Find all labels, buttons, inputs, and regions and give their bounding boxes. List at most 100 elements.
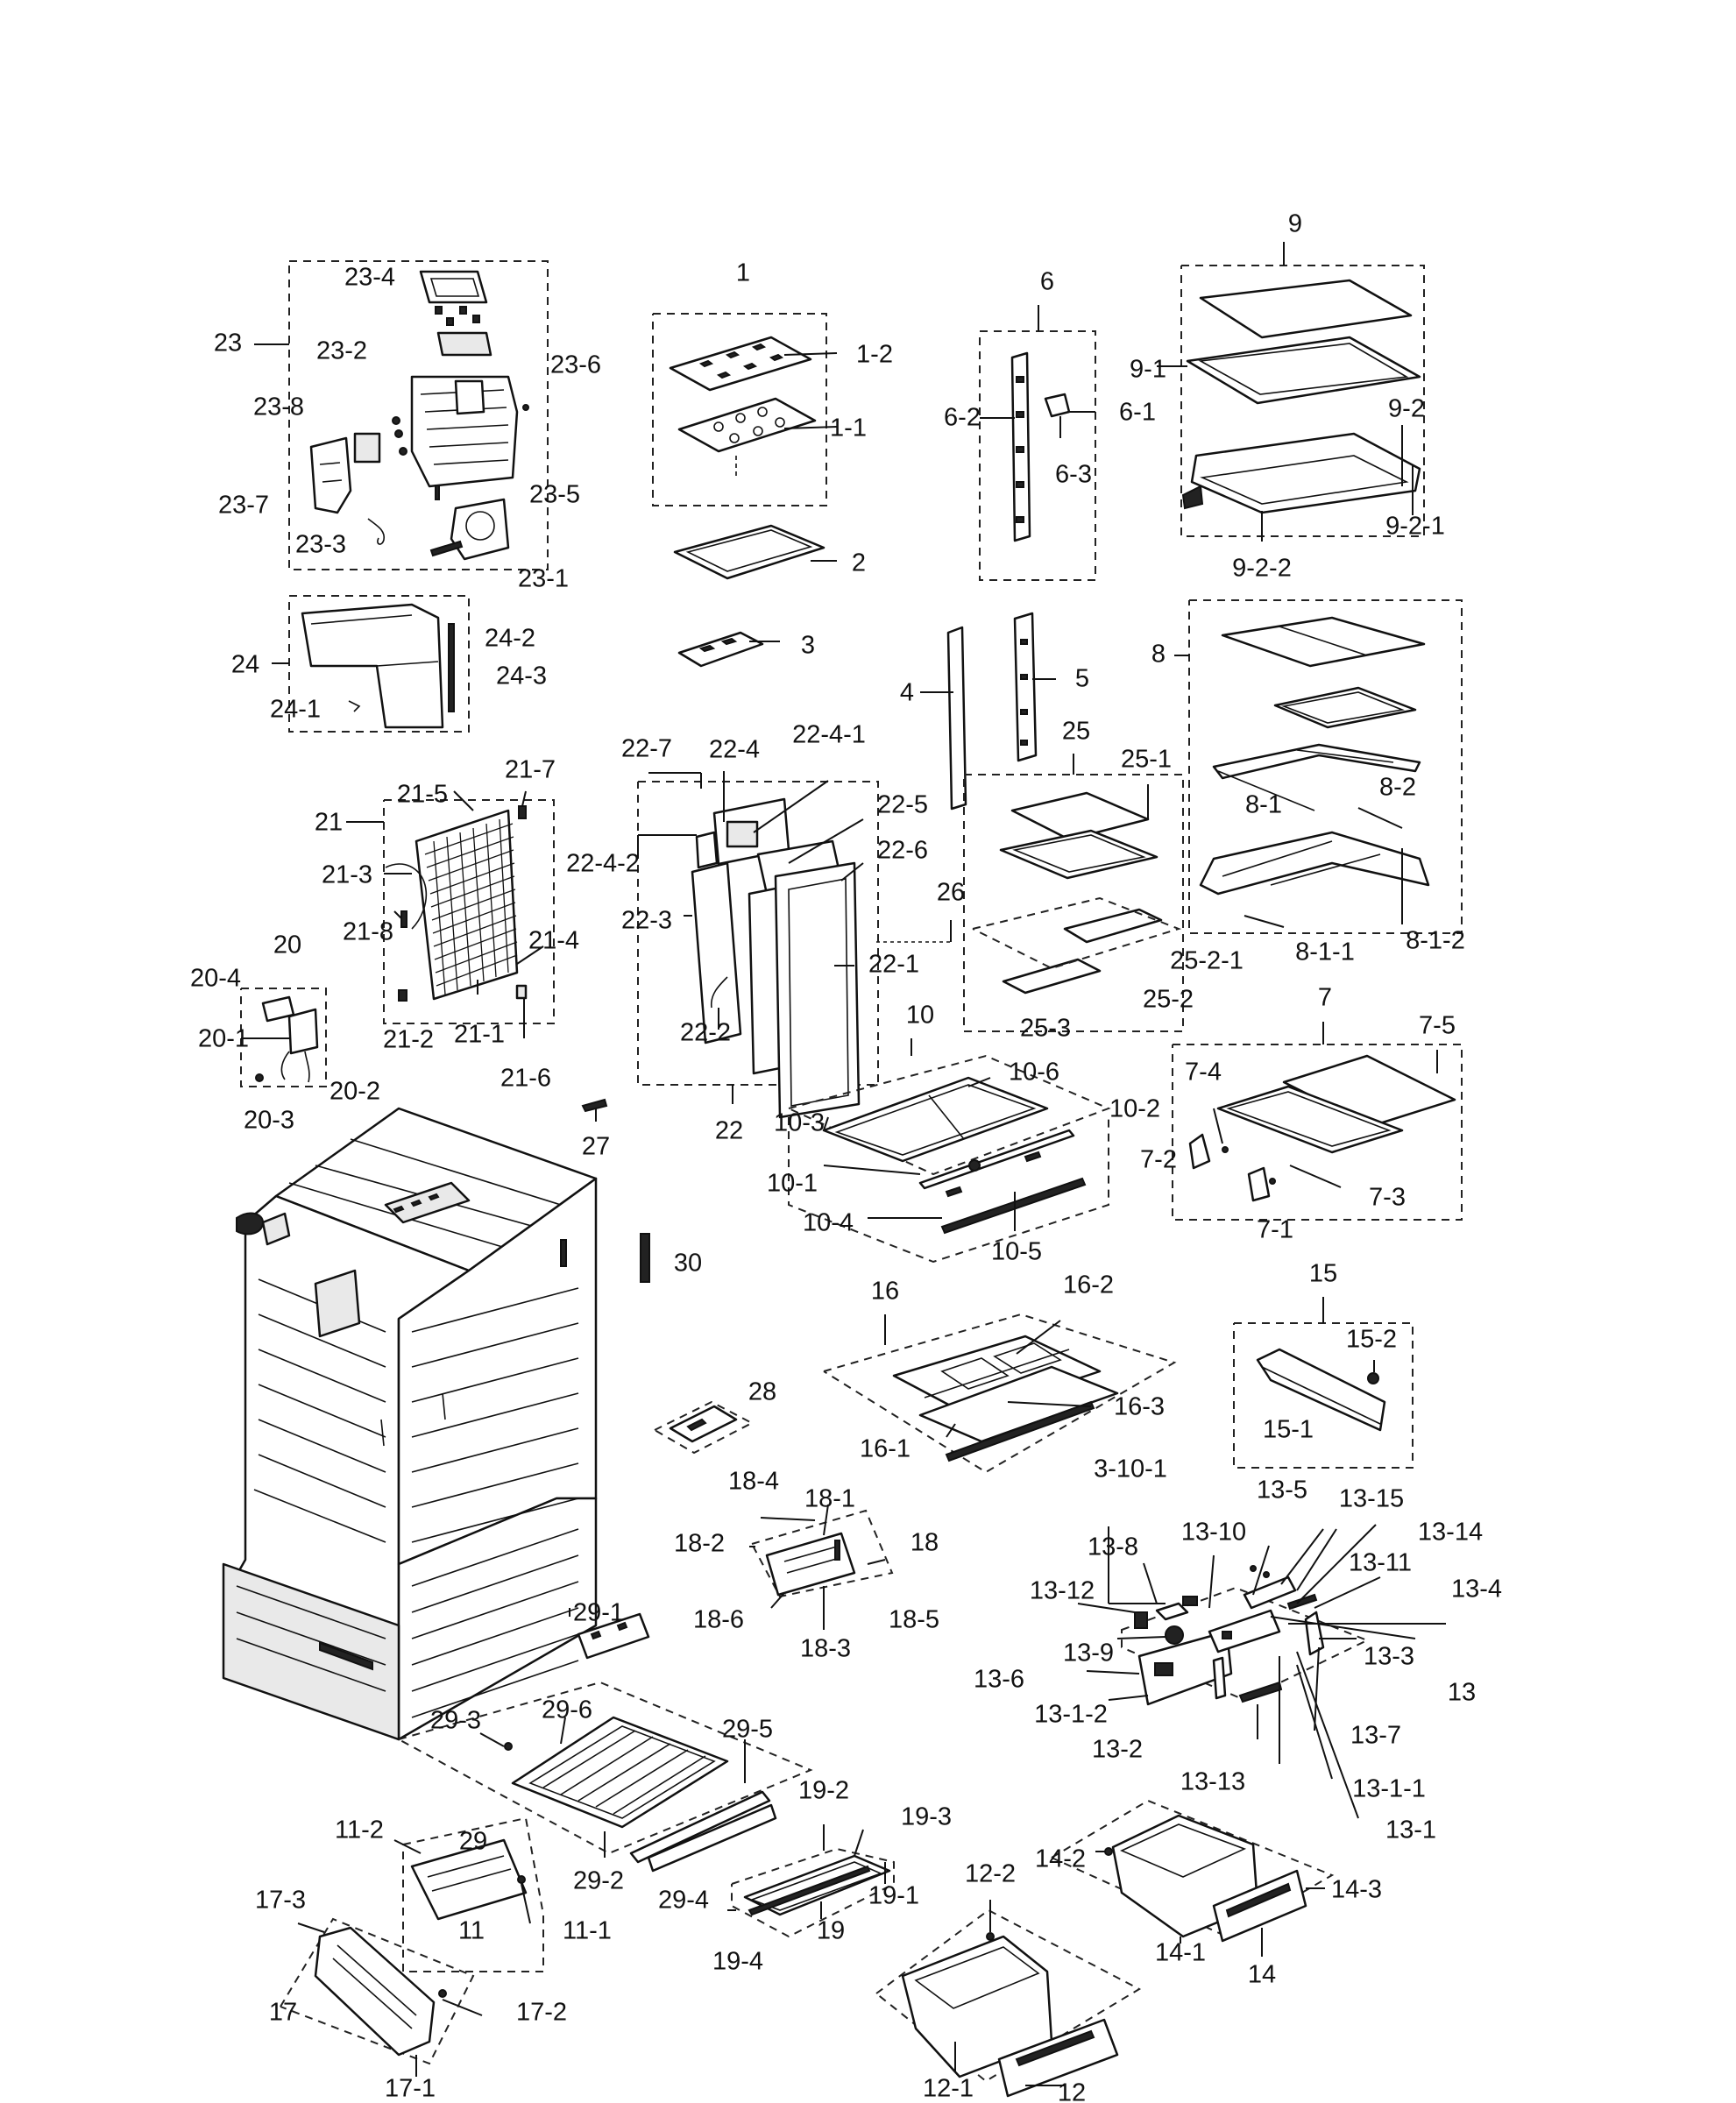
assembly-9 bbox=[1157, 242, 1425, 542]
callout-label: 24 bbox=[231, 651, 259, 679]
part-3 bbox=[677, 631, 780, 668]
assembly-1 bbox=[652, 313, 838, 506]
assembly-7 bbox=[1172, 1022, 1463, 1221]
callout-label: 13-5 bbox=[1257, 1476, 1307, 1505]
assembly-14 bbox=[1051, 1799, 1335, 1957]
callout-label: 22-3 bbox=[621, 907, 672, 935]
callout-label: 14-2 bbox=[1035, 1845, 1086, 1873]
callout-label: 8-2 bbox=[1379, 774, 1416, 802]
callout-labels: 23-4 23-2 23 23-6 23-8 23-5 23-7 23-3 23… bbox=[190, 210, 1502, 2103]
callout-label: 22 bbox=[715, 1117, 743, 1145]
callout-label: 21-3 bbox=[322, 861, 372, 889]
callout-label: 29-3 bbox=[430, 1707, 481, 1735]
callout-label: 7-4 bbox=[1185, 1059, 1222, 1087]
callout-label: 10-5 bbox=[991, 1238, 1042, 1266]
callout-label: 22-2 bbox=[680, 1019, 731, 1047]
callout-label: 1-1 bbox=[830, 414, 867, 443]
callout-label: 5 bbox=[1075, 665, 1089, 693]
callout-label: 23-8 bbox=[253, 393, 304, 421]
assembly-21-evaporator bbox=[346, 790, 555, 1038]
callout-label: 23-2 bbox=[316, 337, 367, 365]
callout-label: 19-3 bbox=[901, 1803, 952, 1831]
callout-label: 29-2 bbox=[573, 1867, 624, 1895]
callout-label: 22-1 bbox=[868, 951, 919, 979]
callout-label: 28 bbox=[748, 1378, 776, 1406]
callout-label: 29-4 bbox=[658, 1887, 709, 1915]
callout-label: 27 bbox=[582, 1133, 610, 1161]
callout-label: 10-1 bbox=[767, 1170, 818, 1198]
callout-label: 13-1-1 bbox=[1352, 1775, 1426, 1803]
callout-label: 12-1 bbox=[923, 2075, 974, 2103]
callout-label: 10 bbox=[906, 1002, 934, 1030]
callout-label: 25-2 bbox=[1143, 986, 1194, 1014]
callout-label: 18-3 bbox=[800, 1635, 851, 1663]
callout-label: 11-1 bbox=[563, 1917, 612, 1945]
callout-label: 18-6 bbox=[693, 1606, 744, 1634]
callout-label: 3 bbox=[801, 632, 815, 660]
callout-label: 9-1 bbox=[1130, 356, 1166, 384]
callout-label: 26 bbox=[937, 879, 965, 907]
assembly-20 bbox=[240, 988, 327, 1087]
callout-label: 17-1 bbox=[385, 2075, 436, 2103]
callout-label: 19 bbox=[817, 1917, 845, 1945]
callout-label: 14 bbox=[1248, 1961, 1276, 1989]
callout-label: 16 bbox=[871, 1278, 899, 1306]
assembly-12 bbox=[875, 1900, 1142, 2098]
callout-label: 18-2 bbox=[674, 1530, 725, 1558]
callout-label: 6 bbox=[1040, 268, 1054, 296]
callout-label: 10-2 bbox=[1109, 1095, 1160, 1123]
assembly-22 bbox=[637, 771, 879, 1119]
assembly-29 bbox=[398, 1608, 813, 1873]
callout-label: 23-4 bbox=[344, 264, 395, 292]
callout-label: 23-5 bbox=[529, 481, 580, 509]
callout-label: 13-12 bbox=[1030, 1577, 1095, 1605]
callout-label: 23-6 bbox=[550, 351, 601, 379]
callout-label: 17 bbox=[269, 1999, 297, 2027]
callout-label: 13-1-2 bbox=[1034, 1701, 1108, 1729]
part-5 bbox=[1013, 612, 1056, 762]
callout-label: 14-3 bbox=[1331, 1876, 1382, 1904]
callout-label: 7-2 bbox=[1140, 1146, 1177, 1174]
callout-label: 17-3 bbox=[255, 1887, 306, 1915]
callout-label: 21-6 bbox=[500, 1065, 551, 1093]
callout-label: 22-5 bbox=[877, 791, 928, 819]
assembly-25 bbox=[876, 754, 1184, 1032]
refrigerator-cabinet bbox=[222, 1107, 598, 1741]
callout-label: 29-6 bbox=[542, 1696, 592, 1724]
assembly-13 bbox=[1077, 1524, 1446, 1819]
callout-label: 25-3 bbox=[1020, 1015, 1071, 1043]
callout-label: 13-3 bbox=[1364, 1643, 1414, 1671]
callout-label: 8-1-1 bbox=[1295, 938, 1355, 967]
callout-label: 9-2-2 bbox=[1232, 555, 1292, 583]
callout-label: 24-1 bbox=[270, 696, 321, 724]
callout-label: 24-3 bbox=[496, 662, 547, 690]
callout-label: 6-1 bbox=[1119, 399, 1156, 427]
callout-label: 11-2 bbox=[335, 1816, 384, 1845]
callout-label: 9-2-1 bbox=[1385, 513, 1445, 541]
callout-label: 18-4 bbox=[728, 1468, 779, 1496]
callout-label: 10-4 bbox=[803, 1209, 854, 1237]
callout-label: 20-4 bbox=[190, 965, 241, 993]
callout-label: 8-1 bbox=[1245, 791, 1282, 819]
callout-label: 18-1 bbox=[804, 1485, 855, 1513]
callout-label: 10-6 bbox=[1009, 1059, 1059, 1087]
callout-label: 22-7 bbox=[621, 735, 672, 763]
callout-label: 13-14 bbox=[1418, 1519, 1483, 1547]
assembly-15 bbox=[1233, 1297, 1414, 1469]
callout-label: 9 bbox=[1288, 210, 1302, 238]
callout-label: 21-4 bbox=[528, 927, 579, 955]
assembly-6 bbox=[979, 305, 1096, 581]
callout-label: 20-1 bbox=[198, 1025, 249, 1053]
callout-label: 22-4-2 bbox=[566, 850, 640, 878]
callout-label: 14-1 bbox=[1155, 1939, 1206, 1967]
callout-label: 7-5 bbox=[1419, 1012, 1456, 1040]
callout-label: 16-1 bbox=[860, 1435, 911, 1463]
callout-label: 18-5 bbox=[889, 1606, 939, 1634]
callout-label: 13-10 bbox=[1181, 1519, 1246, 1547]
callout-label: 15 bbox=[1309, 1260, 1337, 1288]
callout-label: 13-15 bbox=[1339, 1485, 1404, 1513]
callout-label: 21-5 bbox=[397, 781, 448, 809]
callout-label: 15-2 bbox=[1346, 1326, 1397, 1354]
assembly-10 bbox=[788, 1038, 1111, 1264]
